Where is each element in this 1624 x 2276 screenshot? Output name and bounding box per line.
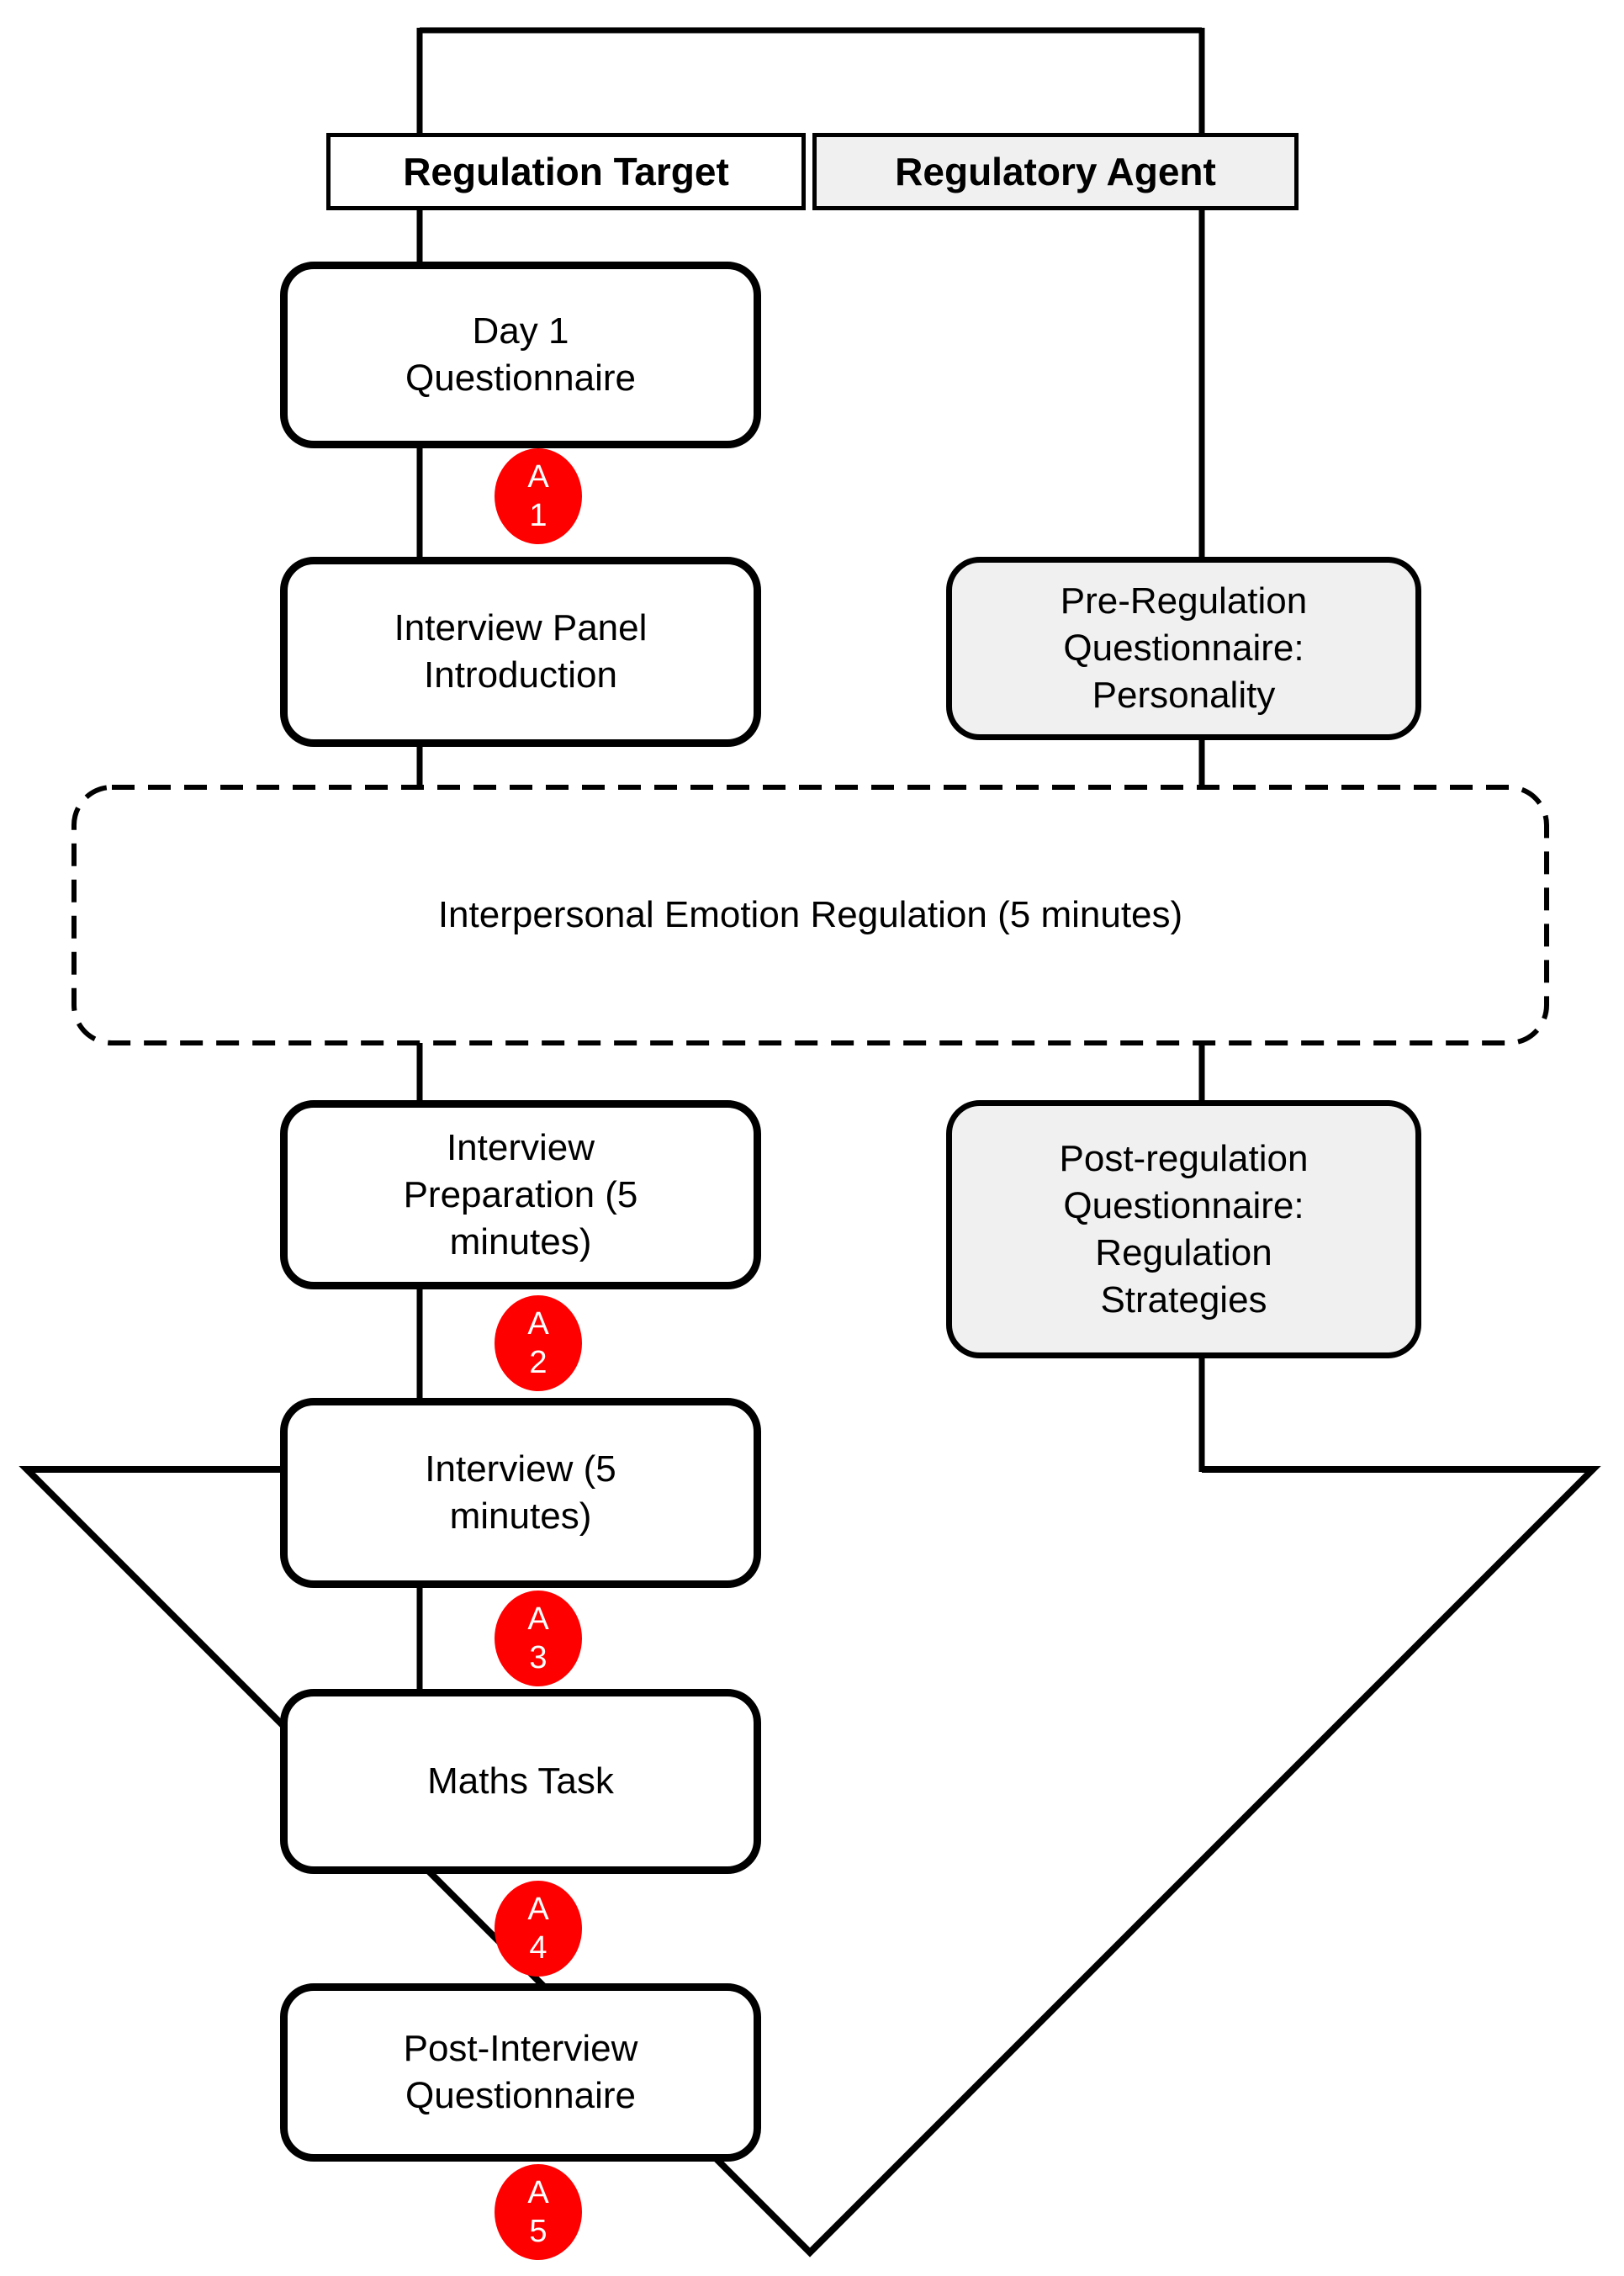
box-post-regulation-questionnaire: Post-regulation Questionnaire: Regulatio… (946, 1100, 1421, 1358)
box-interview-panel-introduction: Interview Panel Introduction (280, 557, 761, 747)
annotation-a5-letter: A (527, 2175, 549, 2210)
box-maths-task: Maths Task (280, 1689, 761, 1874)
annotation-a1-letter: A (527, 459, 549, 495)
box-interpersonal-emotion-regulation: Interpersonal Emotion Regulation (5 minu… (437, 894, 1183, 935)
annotation-a2-letter: A (527, 1306, 549, 1342)
box-interview-preparation: Interview Preparation (5 minutes) (280, 1100, 761, 1289)
annotation-a1-badge: A 1 (495, 448, 582, 544)
header-cell-regulatory-agent: Regulatory Agent (812, 133, 1299, 210)
box-day-1-questionnaire: Day 1 Questionnaire (280, 262, 761, 448)
box-post-interview-questionnaire: Post-Interview Questionnaire (280, 1983, 761, 2162)
annotation-a4-letter: A (527, 1892, 549, 1927)
annotation-a3-number: 3 (529, 1640, 548, 1675)
box-pre-regulation-questionnaire: Pre-Regulation Questionnaire: Personalit… (946, 557, 1421, 740)
annotation-a2-number: 2 (529, 1345, 548, 1380)
annotation-a2-badge: A 2 (495, 1295, 582, 1391)
annotation-a3-letter: A (527, 1601, 549, 1637)
convergence-arrow-outline (19, 1466, 1601, 2257)
emotion-regulation-dashed-border (71, 785, 1549, 1045)
annotation-a1-number: 1 (529, 498, 548, 533)
box-interview: Interview (5 minutes) (280, 1398, 761, 1588)
annotation-a5-number: 5 (529, 2214, 548, 2249)
header-cell-regulation-target: Regulation Target (326, 133, 806, 210)
annotation-a4-number: 4 (529, 1930, 548, 1966)
annotation-a3-badge: A 3 (495, 1591, 582, 1686)
annotation-a5-badge: A 5 (495, 2164, 582, 2260)
annotation-a4-badge: A 4 (495, 1881, 582, 1977)
